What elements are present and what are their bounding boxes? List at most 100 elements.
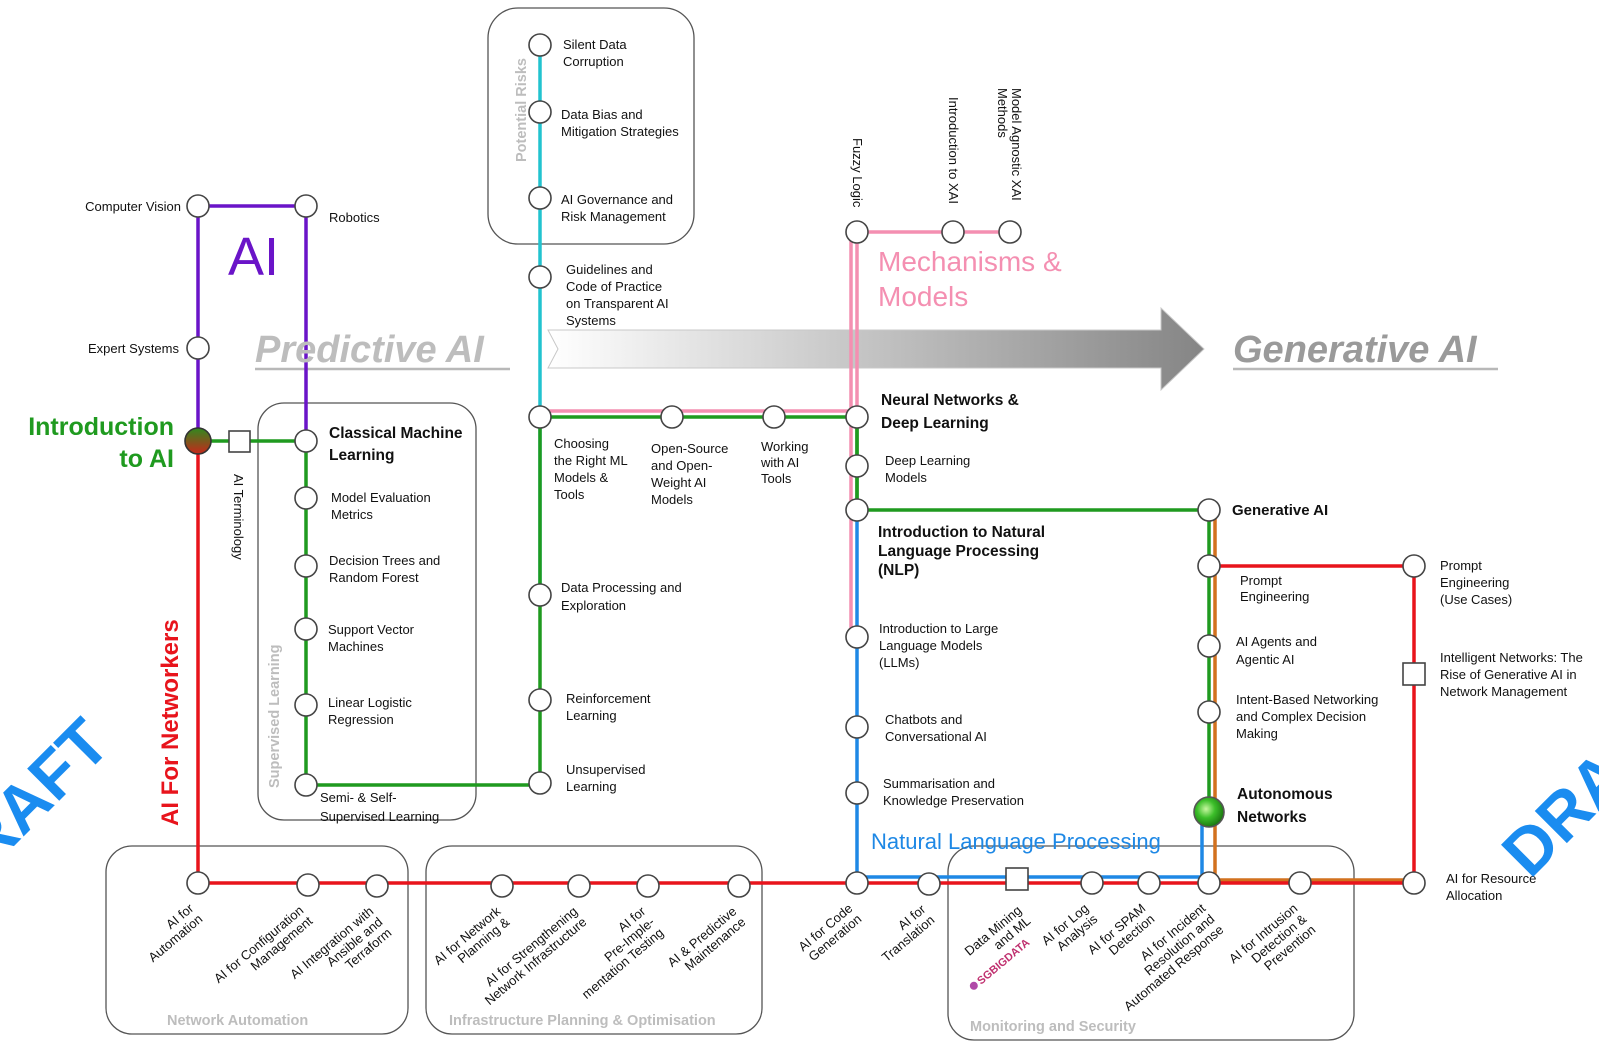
- label-summarisation-line-1: Summarisation and: [883, 776, 995, 791]
- station-resource[interactable]: [1402, 871, 1426, 895]
- label-reinforcement-line-2: Learning: [566, 708, 617, 723]
- station-robotics[interactable]: [294, 194, 318, 218]
- label-autonomous-line-1: Autonomous: [1237, 786, 1333, 803]
- label-linear-logistic-line-2: Regression: [328, 712, 394, 727]
- predictive-ai-heading: Predictive AI: [255, 329, 485, 371]
- station-autonomous[interactable]: [1193, 796, 1225, 828]
- label-open-source-line-2: and Open-: [651, 458, 712, 473]
- label-decision-trees-line-2: Random Forest: [329, 570, 419, 585]
- station-log-analysis[interactable]: [1080, 871, 1104, 895]
- station-intent[interactable]: [1197, 700, 1221, 724]
- ai-heading: AI: [228, 227, 279, 287]
- station-guidelines[interactable]: [528, 265, 552, 289]
- station-expert-systems[interactable]: [186, 336, 210, 360]
- network-automation-box: [105, 845, 409, 1035]
- label-prompt-eng-line-1: Prompt: [1240, 573, 1282, 588]
- intro-heading-line2: to AI: [119, 445, 174, 473]
- label-prompt-uc-line-2: Engineering: [1440, 575, 1509, 590]
- station-dl-models[interactable]: [845, 454, 869, 478]
- station-code-gen[interactable]: [845, 871, 869, 895]
- label-intro-llm-line-3: (LLMs): [879, 655, 919, 670]
- label-chatbots-line-2: Conversational AI: [885, 729, 987, 744]
- station-unsupervised[interactable]: [528, 771, 552, 795]
- nlp-heading: Natural Language Processing: [871, 829, 1161, 854]
- station-data-processing[interactable]: [528, 583, 552, 607]
- station-model-agnostic[interactable]: [998, 220, 1022, 244]
- nlp-line: [855, 510, 1204, 879]
- station-governance[interactable]: [528, 186, 552, 210]
- station-choosing[interactable]: [528, 405, 552, 429]
- station-agents[interactable]: [1197, 634, 1221, 658]
- station-working-tools[interactable]: [762, 405, 786, 429]
- label-governance-line-1: AI Governance and: [561, 192, 673, 207]
- station-ansible[interactable]: [365, 874, 389, 898]
- networkers-heading: AI For Networkers: [157, 619, 184, 826]
- label-data-processing-line-2: Exploration: [561, 598, 626, 613]
- station-nn-dl[interactable]: [845, 405, 869, 429]
- station-decision-trees[interactable]: [294, 554, 318, 578]
- station-data-bias[interactable]: [528, 100, 552, 124]
- station-reinforcement[interactable]: [528, 688, 552, 712]
- label-intro-nlp-line-3: (NLP): [878, 562, 919, 579]
- station-intro-llm[interactable]: [845, 625, 869, 649]
- infra-planning-label: Infrastructure Planning & Optimisation: [449, 1013, 716, 1029]
- label-unsupervised-line-1: Unsupervised: [566, 762, 646, 777]
- label-prompt-uc-line-1: Prompt: [1440, 558, 1482, 573]
- watermark-left: DRAFT: [0, 704, 123, 914]
- station-automation[interactable]: [186, 871, 210, 895]
- station-translation[interactable]: [917, 872, 941, 896]
- station-prompt-uc[interactable]: [1402, 554, 1426, 578]
- station-fuzzy-logic[interactable]: [845, 220, 869, 244]
- label-choosing-line-3: Models &: [554, 470, 609, 485]
- station-model-eval[interactable]: [294, 486, 318, 510]
- station-silent-data[interactable]: [528, 33, 552, 57]
- station-classical-ml[interactable]: [294, 429, 318, 453]
- station-intelligent-networks[interactable]: [1402, 662, 1426, 686]
- label-data-processing-line-1: Data Processing and: [561, 580, 682, 595]
- station-intro-xai[interactable]: [941, 220, 965, 244]
- label-semi-self-line-2: Supervised Learning: [320, 809, 439, 824]
- station-svm[interactable]: [294, 617, 318, 641]
- label-open-source-line-1: Open-Source: [651, 441, 728, 456]
- station-data-mining[interactable]: [1005, 867, 1029, 891]
- station-config-mgmt[interactable]: [296, 873, 320, 897]
- station-linear-logistic[interactable]: [294, 693, 318, 717]
- station-computer-vision[interactable]: [186, 194, 210, 218]
- station-semi-self[interactable]: [294, 773, 318, 797]
- label-intent-line-1: Intent-Based Networking: [1236, 692, 1378, 707]
- station-predictive-maint[interactable]: [727, 874, 751, 898]
- station-prompt-eng[interactable]: [1197, 554, 1221, 578]
- label-computer-vision: Computer Vision: [85, 199, 181, 214]
- label-model-eval-line-2: Metrics: [331, 507, 373, 522]
- station-preimpl[interactable]: [636, 874, 660, 898]
- station-spam[interactable]: [1137, 871, 1161, 895]
- label-intelligent-line-2: Rise of Generative AI in: [1440, 667, 1577, 682]
- station-strengthening[interactable]: [567, 874, 591, 898]
- station-ai-terminology[interactable]: [228, 430, 251, 453]
- station-intro-nlp[interactable]: [845, 498, 869, 522]
- predictive-to-generative-arrow: [547, 306, 1205, 392]
- label-data-bias-line-1: Data Bias and: [561, 107, 643, 122]
- station-summarisation[interactable]: [845, 781, 869, 805]
- label-intro-llm-line-2: Language Models: [879, 638, 983, 653]
- station-chatbots[interactable]: [845, 715, 869, 739]
- sgbigdata-logo-mark: [969, 981, 978, 990]
- mechanisms-line: [540, 230, 1010, 413]
- potential-risks-box: [487, 7, 695, 245]
- station-open-source[interactable]: [660, 405, 684, 429]
- intro-heading-line1: Introduction: [28, 413, 174, 441]
- station-net-planning[interactable]: [490, 874, 514, 898]
- station-intrusion[interactable]: [1288, 871, 1312, 895]
- label-intent-line-2: and Complex Decision: [1236, 709, 1366, 724]
- label-nn-dl-line-1: Neural Networks &: [881, 392, 1019, 409]
- station-incident[interactable]: [1197, 871, 1221, 895]
- label-cml-line-2: Learning: [329, 447, 394, 464]
- station-generative-ai[interactable]: [1197, 498, 1221, 522]
- label-working-tools-line-1: Working: [761, 439, 808, 454]
- label-open-source-line-3: Weight AI: [651, 475, 706, 490]
- station-introduction-to-ai[interactable]: [184, 427, 212, 455]
